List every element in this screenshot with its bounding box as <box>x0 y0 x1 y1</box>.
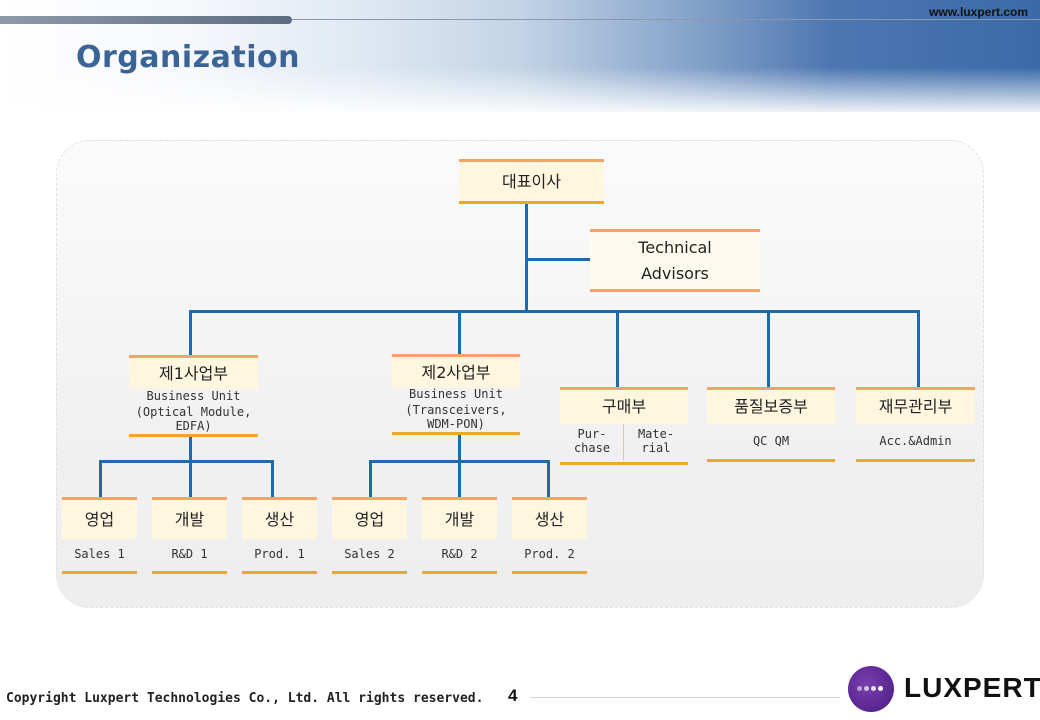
site-url[interactable]: www.luxpert.com <box>929 5 1028 19</box>
node-advisors-box: Technical Advisors <box>590 229 760 290</box>
node-finance-label: 재무관리부 <box>856 387 975 424</box>
node-bu2-sales-underline <box>332 571 407 574</box>
node-bu1-prod-sub: Prod. 1 <box>254 547 305 561</box>
node-quality-assurance[interactable]: 품질보증부 QC QM <box>707 387 835 465</box>
node-bu1-sales-label: 영업 <box>62 497 137 539</box>
node-ceo-label: 대표이사 <box>459 159 604 201</box>
luxpert-logo: LUXPERT <box>848 666 1040 714</box>
node-ceo[interactable]: 대표이사 <box>459 159 604 206</box>
node-bu1-label: 제1사업부 <box>129 355 258 389</box>
node-ceo-underline <box>459 201 604 204</box>
copyright-text: Copyright Luxpert Technologies Co., Ltd.… <box>6 691 484 706</box>
node-bu1-sales[interactable]: 영업 Sales 1 <box>62 497 137 577</box>
node-finance[interactable]: 재무관리부 Acc.&Admin <box>856 387 975 465</box>
logo-wordmark: LUXPERT <box>904 672 1040 703</box>
node-bu1-sales-sub: Sales 1 <box>74 547 125 561</box>
connector-bu1-prod <box>271 460 274 499</box>
node-technical-advisors[interactable]: Technical Advisors <box>590 229 760 293</box>
node-bu2-rnd[interactable]: 개발 R&D 2 <box>422 497 497 577</box>
node-bu2-sales[interactable]: 영업 Sales 2 <box>332 497 407 577</box>
connector-bu1-bus <box>99 460 274 463</box>
node-advisors-line1: Technical <box>638 238 712 257</box>
node-purchase-label: 구매부 <box>560 387 688 424</box>
node-qa-label: 품질보증부 <box>707 387 835 424</box>
node-bu2-sub2: (Transceivers, <box>405 403 507 417</box>
node-bu2-rnd-underline <box>422 571 497 574</box>
node-bu1-rnd-underline <box>152 571 227 574</box>
node-finance-sub: Acc.&Admin <box>879 434 952 448</box>
node-business-unit-2[interactable]: 제2사업부 Business Unit (Transceivers, WDM-P… <box>392 354 520 436</box>
connector-bu2-down <box>458 433 461 461</box>
connector-bu1-sales <box>99 460 102 499</box>
connector-bu2-rnd <box>458 460 461 499</box>
connector-main-bus <box>189 310 920 313</box>
header-rule <box>292 19 1040 20</box>
node-bu1-rnd-sub: R&D 1 <box>171 547 208 561</box>
node-bu2-prod-underline <box>512 571 587 574</box>
node-bu1-sales-underline <box>62 571 137 574</box>
connector-bu2-sales <box>369 460 372 499</box>
node-bu2-underline <box>392 432 520 435</box>
connector-bu1-down <box>189 435 192 461</box>
node-qa-sub: QC QM <box>752 434 790 448</box>
node-bu1-sub2: (Optical Module, <box>135 405 252 419</box>
connector-bu2 <box>458 310 461 356</box>
node-bu1-prod-underline <box>242 571 317 574</box>
node-qa-underline <box>707 459 835 462</box>
node-purchase-right1: Mate- <box>637 427 675 441</box>
connector-ceo-trunk <box>525 204 528 311</box>
connector-bu2-prod <box>547 460 550 499</box>
node-bu1-rnd-label: 개발 <box>152 497 227 539</box>
connector-bu1-rnd <box>189 460 192 499</box>
node-purchase-right2: rial <box>641 441 671 455</box>
node-bu1-underline <box>129 434 258 437</box>
node-bu1-prod-label: 생산 <box>242 497 317 539</box>
node-purchase-left1: Pur- <box>577 427 607 441</box>
connector-finance <box>917 310 920 389</box>
page-number: 4 <box>508 686 518 705</box>
connector-bu1 <box>189 310 192 357</box>
page-title: Organization <box>76 40 300 75</box>
node-business-unit-1[interactable]: 제1사업부 Business Unit (Optical Module, EDF… <box>129 355 258 437</box>
node-purchase-divider <box>623 424 624 460</box>
node-bu2-prod-sub: Prod. 2 <box>524 547 575 561</box>
node-bu2-label: 제2사업부 <box>392 354 520 388</box>
node-finance-underline <box>856 459 975 462</box>
connector-qa <box>767 310 770 389</box>
logo-circle-icon <box>848 666 894 712</box>
node-purchase-underline <box>560 462 688 465</box>
node-bu2-sales-label: 영업 <box>332 497 407 539</box>
node-bu2-prod-label: 생산 <box>512 497 587 539</box>
node-bu2-rnd-label: 개발 <box>422 497 497 539</box>
node-bu1-rnd[interactable]: 개발 R&D 1 <box>152 497 227 577</box>
node-bu1-sub3: EDFA) <box>175 419 212 433</box>
node-purchase-left2: chase <box>573 441 611 455</box>
node-bu1-sub1: Business Unit <box>146 389 241 403</box>
node-purchase[interactable]: 구매부 Pur- chase Mate- rial <box>560 387 688 465</box>
node-bu2-prod[interactable]: 생산 Prod. 2 <box>512 497 587 577</box>
node-advisors-line2: Advisors <box>641 264 709 283</box>
connector-advisors <box>525 258 591 261</box>
node-bu1-prod[interactable]: 생산 Prod. 1 <box>242 497 317 577</box>
node-bu2-rnd-sub: R&D 2 <box>441 547 478 561</box>
node-bu2-sub3: WDM-PON) <box>427 417 485 431</box>
connector-purchase <box>616 310 619 389</box>
node-advisors-underline <box>590 289 760 292</box>
node-bu2-sub1: Business Unit <box>409 387 503 401</box>
node-bu2-sales-sub: Sales 2 <box>344 547 395 561</box>
footer-rule <box>530 697 840 698</box>
header-accent-bar <box>0 16 292 24</box>
